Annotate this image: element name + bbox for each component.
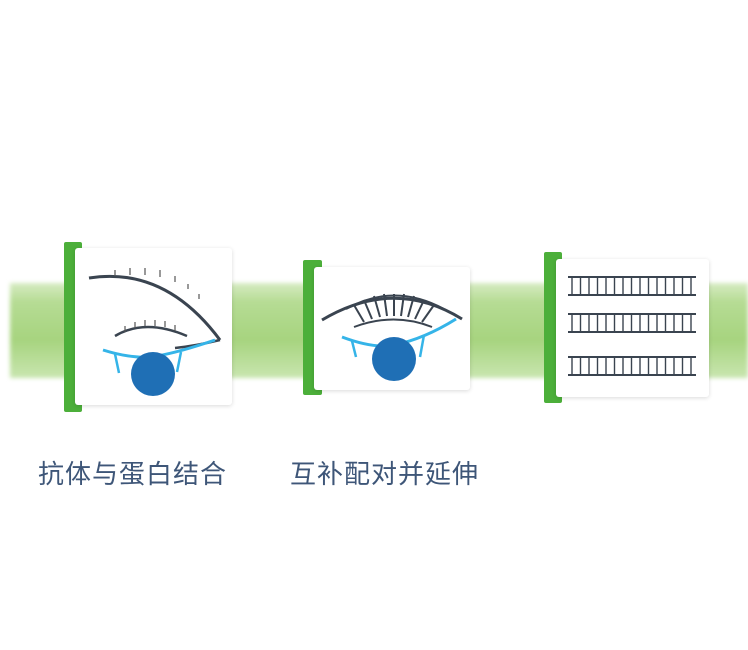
complementary-pairing-icon: [321, 293, 463, 381]
step2-label: 互补配对并延伸: [290, 460, 480, 490]
step1-label: 抗体与蛋白结合: [38, 460, 228, 490]
step1-card: [75, 248, 232, 405]
antibody-protein-binding-icon: [88, 268, 222, 396]
step2-card: [314, 267, 470, 390]
extended-double-strand-icon: [568, 276, 696, 376]
step3-card: [556, 259, 709, 397]
